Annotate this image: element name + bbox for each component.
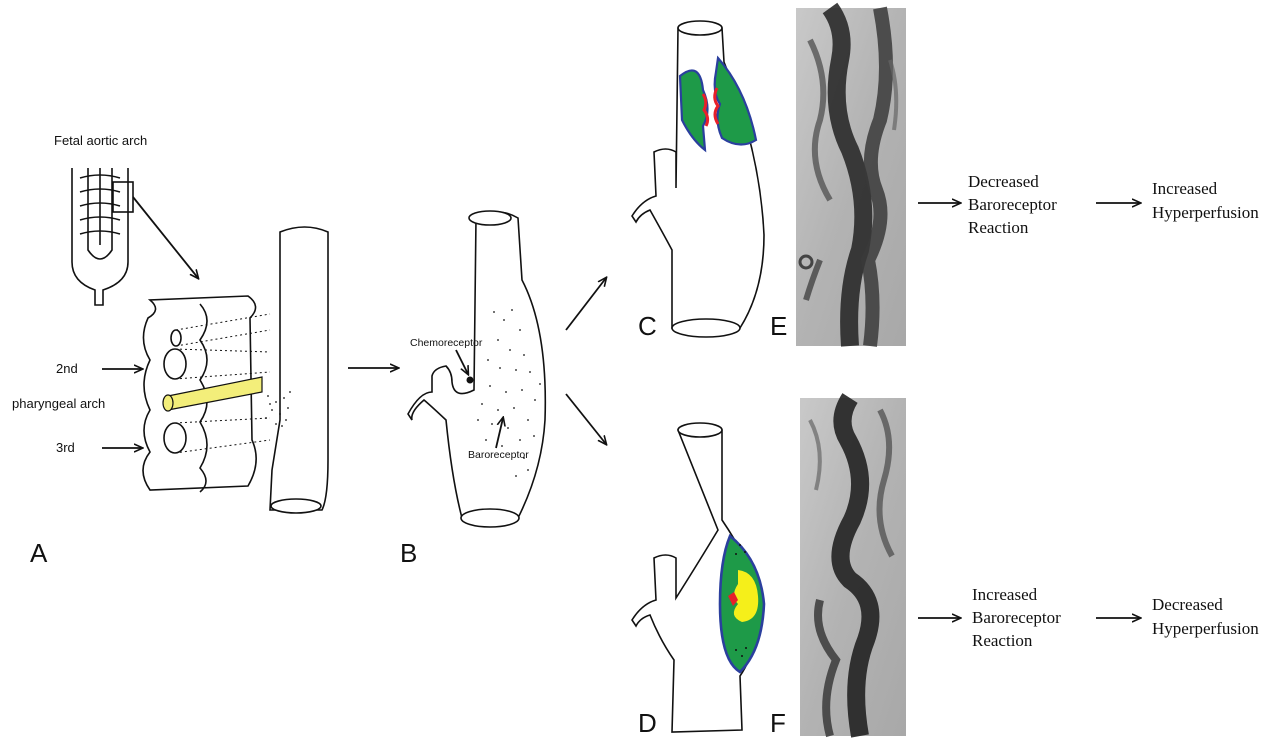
bottom-step1-line2: Baroreceptor xyxy=(972,608,1061,627)
panel-a-letter: A xyxy=(30,538,48,568)
panel-b: Chemoreceptor Baroreceptor B xyxy=(400,211,545,568)
panel-a: Fetal aortic arch xyxy=(12,133,328,568)
bottom-step2-line2: Hyperperfusion xyxy=(1152,619,1259,638)
panel-e-angiogram: E xyxy=(770,8,906,346)
panel-f-angiogram: F xyxy=(770,398,906,738)
top-step2-line2: Hyperperfusion xyxy=(1152,203,1259,222)
baroreceptor-label: Baroreceptor xyxy=(468,449,529,461)
panel-d-letter: D xyxy=(638,708,657,738)
top-step1-line1: Decreased xyxy=(968,172,1039,191)
top-step1-line3: Reaction xyxy=(968,218,1029,237)
arch-3rd-label: 3rd xyxy=(56,440,75,455)
panel-b-letter: B xyxy=(400,538,417,568)
top-step2-line1: Increased xyxy=(1152,179,1218,198)
bottom-step2-line1: Decreased xyxy=(1152,595,1223,614)
arch-2nd-label: 2nd xyxy=(56,361,78,376)
chemoreceptor-label: Chemoreceptor xyxy=(410,337,483,349)
panel-e-letter: E xyxy=(770,311,787,341)
pharyngeal-arch-label: pharyngeal arch xyxy=(12,396,105,411)
panel-f-letter: F xyxy=(770,708,786,738)
fetal-aortic-arch-label: Fetal aortic arch xyxy=(54,133,147,148)
bottom-step1-line1: Increased xyxy=(972,585,1038,604)
bottom-step1-line3: Reaction xyxy=(972,631,1033,650)
panel-d: D xyxy=(632,423,764,738)
fetal-aortic-arch-schematic xyxy=(72,168,198,305)
flow-top: Decreased Baroreceptor Reaction Increase… xyxy=(918,172,1259,237)
flow-bottom: Increased Baroreceptor Reaction Decrease… xyxy=(918,585,1259,650)
panel-c-letter: C xyxy=(638,311,657,341)
top-step1-line2: Baroreceptor xyxy=(968,195,1057,214)
panel-c: C xyxy=(632,21,764,341)
pharyngeal-arch-block xyxy=(143,227,328,513)
arrow-b-to-d xyxy=(566,394,606,444)
arrow-b-to-c xyxy=(566,278,606,330)
plaque-right-c xyxy=(715,58,756,145)
